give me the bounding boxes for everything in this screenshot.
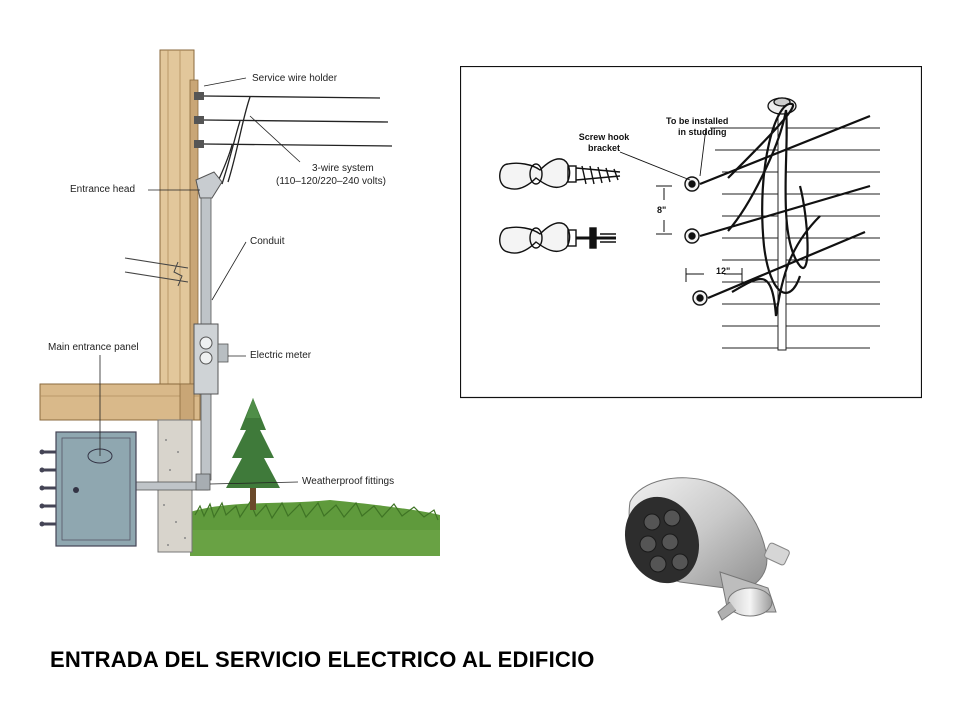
grass-ground (190, 500, 440, 556)
label-voltage-range: (110–120/220–240 volts) (276, 176, 386, 187)
label-main-entrance-panel: Main entrance panel (48, 342, 139, 353)
label-bracket: bracket (587, 143, 621, 153)
wall-hooks (684, 176, 708, 306)
service-wire-holders (194, 92, 204, 148)
label-electric-meter: Electric meter (250, 350, 312, 361)
service-wires (203, 95, 393, 187)
hook-leader-lines (619, 127, 707, 181)
dimension-marks (656, 185, 743, 282)
entrance-head-conduit (124, 171, 223, 481)
slide-title: ENTRADA DEL SERVICIO ELECTRICO AL EDIFIC… (50, 647, 595, 672)
screw-hook-insulator-top (499, 158, 621, 190)
label-screw-hook: Screw hook (578, 132, 630, 142)
electric-meter (193, 323, 229, 395)
label-3-wire-system: 3-wire system (312, 163, 374, 174)
screw-hook-bracket-diagram (460, 66, 922, 399)
weatherproof-fittings (135, 473, 211, 491)
label-8-inch: 8" (657, 205, 667, 215)
bolt-insulator-bottom (499, 222, 616, 254)
label-in-studding: in studding (678, 127, 727, 137)
leader-lines (99, 77, 301, 485)
label-service-wire-holder: Service wire holder (252, 73, 338, 84)
label-to-be-installed: To be installed (666, 116, 729, 126)
label-conduit: Conduit (250, 236, 285, 247)
service-drop-wires (699, 102, 871, 317)
wall-studs (159, 49, 199, 391)
label-12-inch: 12" (716, 266, 731, 276)
service-entrance-cap-photo (624, 477, 790, 621)
pine-tree (226, 398, 280, 510)
house-service-entrance-diagram (39, 49, 440, 556)
floor-joist (39, 383, 201, 421)
label-entrance-head: Entrance head (70, 184, 136, 195)
label-weatherproof-fittings: Weatherproof fittings (302, 476, 395, 487)
weatherhead-cap (767, 97, 797, 115)
main-entrance-panel (39, 431, 137, 547)
